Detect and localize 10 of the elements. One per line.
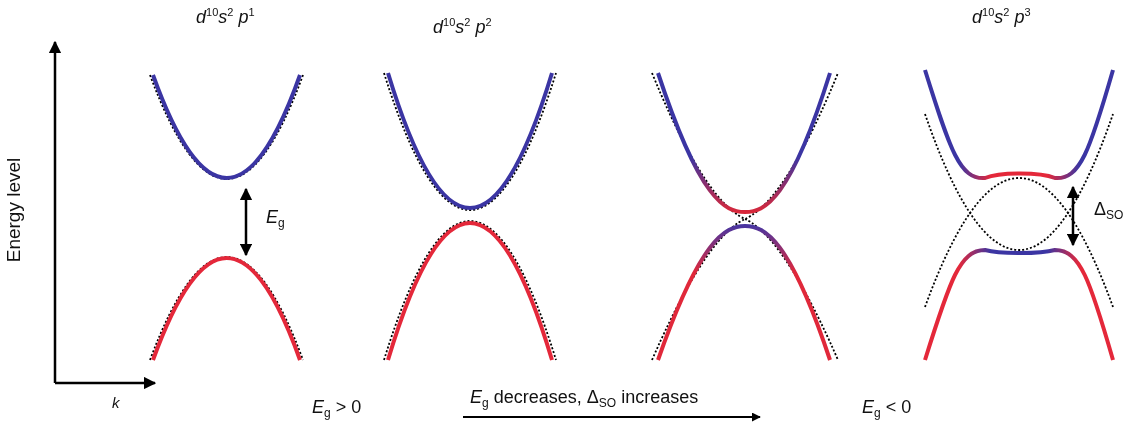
gap-label: Δ$_{SO}$ bbox=[1094, 200, 1124, 223]
gap-label: E$_{g}$ bbox=[266, 208, 285, 231]
condition-label: E$_{g}$ < 0 bbox=[862, 398, 912, 421]
configuration-label: d$^{10}$s$^{2}$ p$^{3}$ bbox=[972, 6, 1031, 28]
trend-label: E$_{g}$ decreases, Δ$_{SO}$ increases bbox=[470, 388, 699, 411]
configuration-label: d$^{10}$s$^{2}$ p$^{1}$ bbox=[196, 6, 255, 28]
condition-label: E$_{g}$ > 0 bbox=[312, 398, 362, 421]
axis-label: Energy level bbox=[4, 157, 25, 263]
axis-label: k bbox=[112, 395, 120, 412]
configuration-label: d$^{10}$s$^{2}$ p$^{2}$ bbox=[433, 16, 492, 38]
